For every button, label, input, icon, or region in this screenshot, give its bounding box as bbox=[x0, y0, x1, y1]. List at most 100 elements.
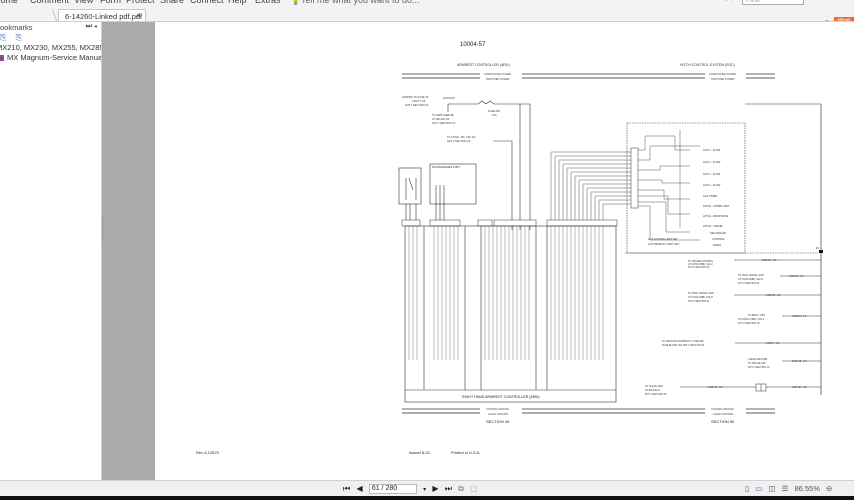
note: TO SWITCHED BL bbox=[432, 113, 455, 117]
insert-page-icon[interactable]: ▢ bbox=[470, 484, 478, 494]
menu-help[interactable]: Help bbox=[228, 0, 247, 5]
chassis-ground-label-right: CHASSIS GROUND bbox=[711, 408, 734, 411]
bookmarks-panel: Bookmarks ⏭ ◂ ⎘ ⎘ MX210, MX230, MX255, M… bbox=[0, 22, 102, 480]
continuous-facing-icon[interactable]: ☰ bbox=[781, 484, 789, 493]
zoom-level[interactable]: 86.55% bbox=[794, 484, 820, 493]
aux-extend-label: AUX EXTEND LIMIT SET bbox=[648, 237, 678, 241]
page-number-input[interactable]: 61 / 280 bbox=[368, 484, 417, 494]
menu-protect[interactable]: Protect bbox=[126, 0, 155, 5]
edc-output-label: HITCH - UPPER LIMIT bbox=[703, 204, 730, 208]
doc-number: 10004-57 bbox=[460, 42, 486, 48]
menu-connect[interactable]: Connect bbox=[190, 0, 224, 5]
search-area: ● ⌕ Find bbox=[724, 0, 854, 6]
wire-label: 178S 18 - 0.8 bbox=[766, 294, 781, 297]
next-page-button[interactable]: ▶ bbox=[432, 484, 439, 494]
wiring-schematic: 10004-57 ARMREST CONTROLLER (ARU) HITCH … bbox=[196, 42, 823, 455]
wire-label: 178V 18 - 0.8 bbox=[789, 275, 804, 278]
menu-share[interactable]: Share bbox=[160, 0, 185, 5]
menu-extras[interactable]: Extras bbox=[255, 0, 281, 5]
lightbulb-icon: 💡 bbox=[290, 0, 302, 5]
note: TO CLEAN GND bbox=[645, 385, 663, 388]
edc-output-label: HITCH - DROP RATE bbox=[703, 214, 728, 218]
clean-ground-label: CLEAN GROUND bbox=[488, 413, 508, 416]
bookmarks-title: Bookmarks bbox=[0, 23, 33, 32]
note: TO HVAC SIGNAL GND bbox=[688, 292, 714, 295]
note: TO CRUISE CONTROL bbox=[688, 260, 714, 263]
zoom-out-button[interactable]: ⊖ bbox=[825, 484, 833, 493]
continuous-view-icon[interactable]: ▭ bbox=[755, 484, 763, 493]
last-page-button[interactable]: ⏭ bbox=[444, 484, 452, 494]
secondary-panel-label: PANEL bbox=[713, 243, 722, 247]
previous-page-button[interactable]: ◀ bbox=[356, 484, 363, 494]
status-bar: ⏮ ◀ 61 / 280 ▾ ▶ ⏭ ⧉ ▢ ▯ ▭ ◫ ☰ 86.55% ⊖ bbox=[0, 480, 854, 496]
bookmark-icon bbox=[0, 55, 4, 62]
note: SHT 2 SECTION 41 bbox=[688, 300, 710, 303]
note: AT CONN 178BJ, CAV 4 bbox=[738, 318, 765, 321]
note: AT CONN 18BF, CAV 2 bbox=[688, 263, 713, 266]
edc-output-label: AUX 2 - FLOW bbox=[703, 160, 721, 164]
note: AT SPLICE F1 bbox=[645, 389, 661, 392]
facing-view-icon[interactable]: ◫ bbox=[768, 484, 776, 493]
bookmark-toolbar: ⎘ ⎘ bbox=[0, 33, 101, 43]
note: TO HVAC SIGNAL GND bbox=[738, 274, 764, 277]
left-header: ARMREST CONTROLLER (ARU) bbox=[457, 63, 510, 67]
note: FUSE #26 bbox=[488, 109, 501, 113]
revision-label: Rev 6-12870 bbox=[196, 450, 220, 455]
first-page-button[interactable]: ⏮ bbox=[343, 484, 351, 494]
panel-controls[interactable]: ⏭ ◂ bbox=[85, 23, 97, 30]
edc-output-label: AUX 3 - FLOW bbox=[703, 172, 721, 176]
note: SHT 1 SECTION 13 bbox=[748, 366, 770, 369]
bookmark-add-icon[interactable]: ⎘ bbox=[0, 33, 7, 42]
note: 10A bbox=[492, 113, 497, 117]
wire-label: 178H F - 0.8 bbox=[766, 342, 780, 345]
wire-label: 178R 18 - 0.8 bbox=[708, 386, 723, 389]
extract-page-icon[interactable]: ⧉ bbox=[458, 484, 464, 494]
divider bbox=[0, 21, 854, 22]
switched-power-label-right: SWITCHED POWER bbox=[711, 78, 735, 81]
wire-label: 178U 18 - 0.8 bbox=[792, 360, 807, 363]
note: SHT 1 SECTION 21 bbox=[432, 121, 456, 125]
printed-label: Printed in U.S.A. bbox=[451, 450, 481, 455]
menu-home[interactable]: Home bbox=[0, 0, 19, 5]
aux-retract-label: AUX RETRACT LIMIT SET bbox=[648, 242, 680, 246]
menu-form[interactable]: Form bbox=[100, 0, 121, 5]
arm-label: RIGHT HAND ARMREST CONTROLLER (ARM) bbox=[462, 395, 540, 399]
previous-tab[interactable] bbox=[0, 9, 58, 21]
note: CAVITY C6 bbox=[412, 99, 426, 103]
find-icon[interactable]: ⌕ bbox=[732, 0, 736, 4]
search-input[interactable]: Find bbox=[742, 0, 804, 5]
issued-label: Issued 8-02 bbox=[409, 450, 431, 455]
bookmark-item[interactable]: MX Magnum-Service Manual Book 1 bbox=[0, 53, 101, 63]
document-tab[interactable]: 6-14260-Linked pdf.pdf × bbox=[58, 9, 146, 21]
note: SHT 1 SECTION 26 bbox=[645, 393, 667, 396]
edc-output-label: AUX 4 - FLOW bbox=[703, 183, 721, 187]
menu-comment[interactable]: Comment bbox=[30, 0, 70, 5]
bookmark-item[interactable]: MX210, MX230, MX255, MX285 Magnum bbox=[0, 43, 101, 53]
bookmark-label: MX210, MX230, MX255, MX285 Magnum bbox=[0, 43, 101, 52]
pdf-page: 10004-57 ARMREST CONTROLLER (ARU) HITCH … bbox=[155, 22, 854, 480]
close-tab-icon[interactable]: × bbox=[136, 11, 141, 20]
unswitched-power-label: UNSWITCHED POWER bbox=[484, 73, 511, 76]
note: TO SPLICE G26 bbox=[748, 362, 766, 365]
page-navigation: ⏮ ◀ 61 / 280 ▾ ▶ ⏭ ⧉ ▢ bbox=[343, 484, 482, 494]
settings-icon[interactable]: ● bbox=[724, 0, 728, 3]
secondary-panel-label: CONTROL bbox=[712, 237, 725, 241]
note: SHT 1 SECTION 16 bbox=[405, 103, 429, 107]
menu-bar: Home Comment View Form Protect Share Con… bbox=[0, 0, 854, 8]
single-page-view-icon[interactable]: ▯ bbox=[745, 484, 750, 493]
note: SHT 2 SECTION 26 bbox=[447, 139, 471, 143]
edc-output-label: AUX 1 - FLOW bbox=[703, 148, 721, 152]
note: SHT 2 SECTION 46 bbox=[688, 266, 710, 269]
page-dropdown-icon[interactable]: ▾ bbox=[423, 487, 427, 494]
menu-view[interactable]: View bbox=[74, 0, 94, 5]
switched-power-label: SWITCHED POWER bbox=[486, 78, 510, 81]
taskbar-edge bbox=[0, 496, 854, 500]
unswitched-power-label-right: UNSWITCHED POWER bbox=[709, 73, 736, 76]
section-left-label: SECTION 49 bbox=[486, 419, 510, 424]
note: CLEAN GROUND bbox=[748, 358, 768, 361]
bookmark-expand-icon[interactable]: ⎘ bbox=[15, 33, 23, 42]
tell-me-input[interactable]: Tell me what you want to do... bbox=[301, 0, 420, 5]
panel-resize-grip[interactable] bbox=[102, 217, 105, 242]
node-label: E7 bbox=[816, 246, 820, 250]
programmable-shift-label: PROGRAMMABLE SHIFT bbox=[432, 166, 461, 169]
